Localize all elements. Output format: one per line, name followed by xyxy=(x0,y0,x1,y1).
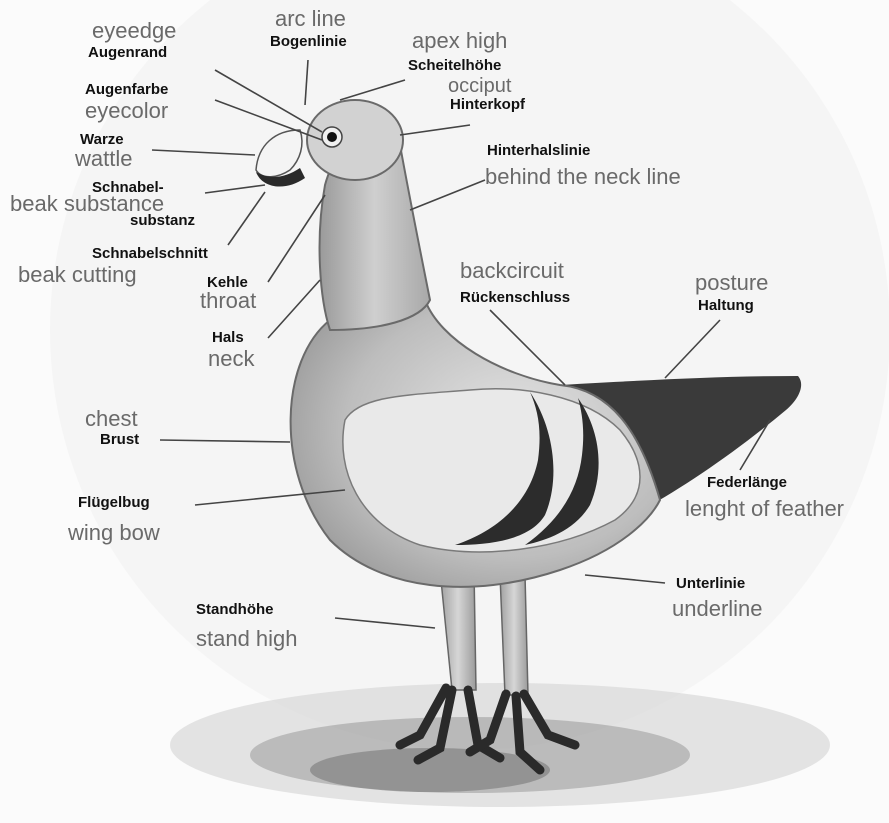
label-posture-en: posture xyxy=(695,272,768,294)
label-apex-high-en: apex high xyxy=(412,30,507,52)
label-occiput-de: Hinterkopf xyxy=(450,97,525,112)
label-arc-line-en: arc line xyxy=(275,8,346,30)
label-arc-line-de: Bogenlinie xyxy=(270,34,347,49)
label-chest-en: chest xyxy=(85,408,138,430)
label-behind-neck-de: Hinterhalslinie xyxy=(487,143,590,158)
label-backcircuit-de: Rückenschluss xyxy=(460,290,570,305)
label-wing-bow-de: Flügelbug xyxy=(78,495,150,510)
label-underline-en: underline xyxy=(672,598,763,620)
label-neck-en: neck xyxy=(208,348,254,370)
label-underline-de: Unterlinie xyxy=(676,576,745,591)
label-eyecolor-en: eyecolor xyxy=(85,100,168,122)
label-wing-bow-en: wing bow xyxy=(68,522,160,544)
label-posture-de: Haltung xyxy=(698,298,754,313)
label-neck-de: Hals xyxy=(212,330,244,345)
label-chest-de: Brust xyxy=(100,432,139,447)
label-stand-high-de: Standhöhe xyxy=(196,602,274,617)
label-eyecolor-de: Augenfarbe xyxy=(85,82,168,97)
label-occiput-en: occiput xyxy=(448,76,511,96)
label-stand-high-en: stand high xyxy=(196,628,298,650)
label-behind-neck-en: behind the neck line xyxy=(485,166,681,188)
label-eyeedge-en: eyeedge xyxy=(92,20,176,42)
eye-pupil xyxy=(327,132,337,142)
label-beak-cutting-de: Schnabelschnitt xyxy=(92,246,208,261)
label-feather-length-en: lenght of feather xyxy=(685,498,844,520)
label-wattle-de: Warze xyxy=(80,132,124,147)
label-beak-cutting-en: beak cutting xyxy=(18,264,137,286)
label-beak-substance-de2: substanz xyxy=(130,213,195,228)
label-feather-length-de: Federlänge xyxy=(707,475,787,490)
label-throat-en: throat xyxy=(200,290,256,312)
label-eyeedge-de: Augenrand xyxy=(88,45,167,60)
label-wattle-en: wattle xyxy=(75,148,132,170)
label-backcircuit-en: backcircuit xyxy=(460,260,564,282)
label-apex-high-de: Scheitelhöhe xyxy=(408,58,501,73)
